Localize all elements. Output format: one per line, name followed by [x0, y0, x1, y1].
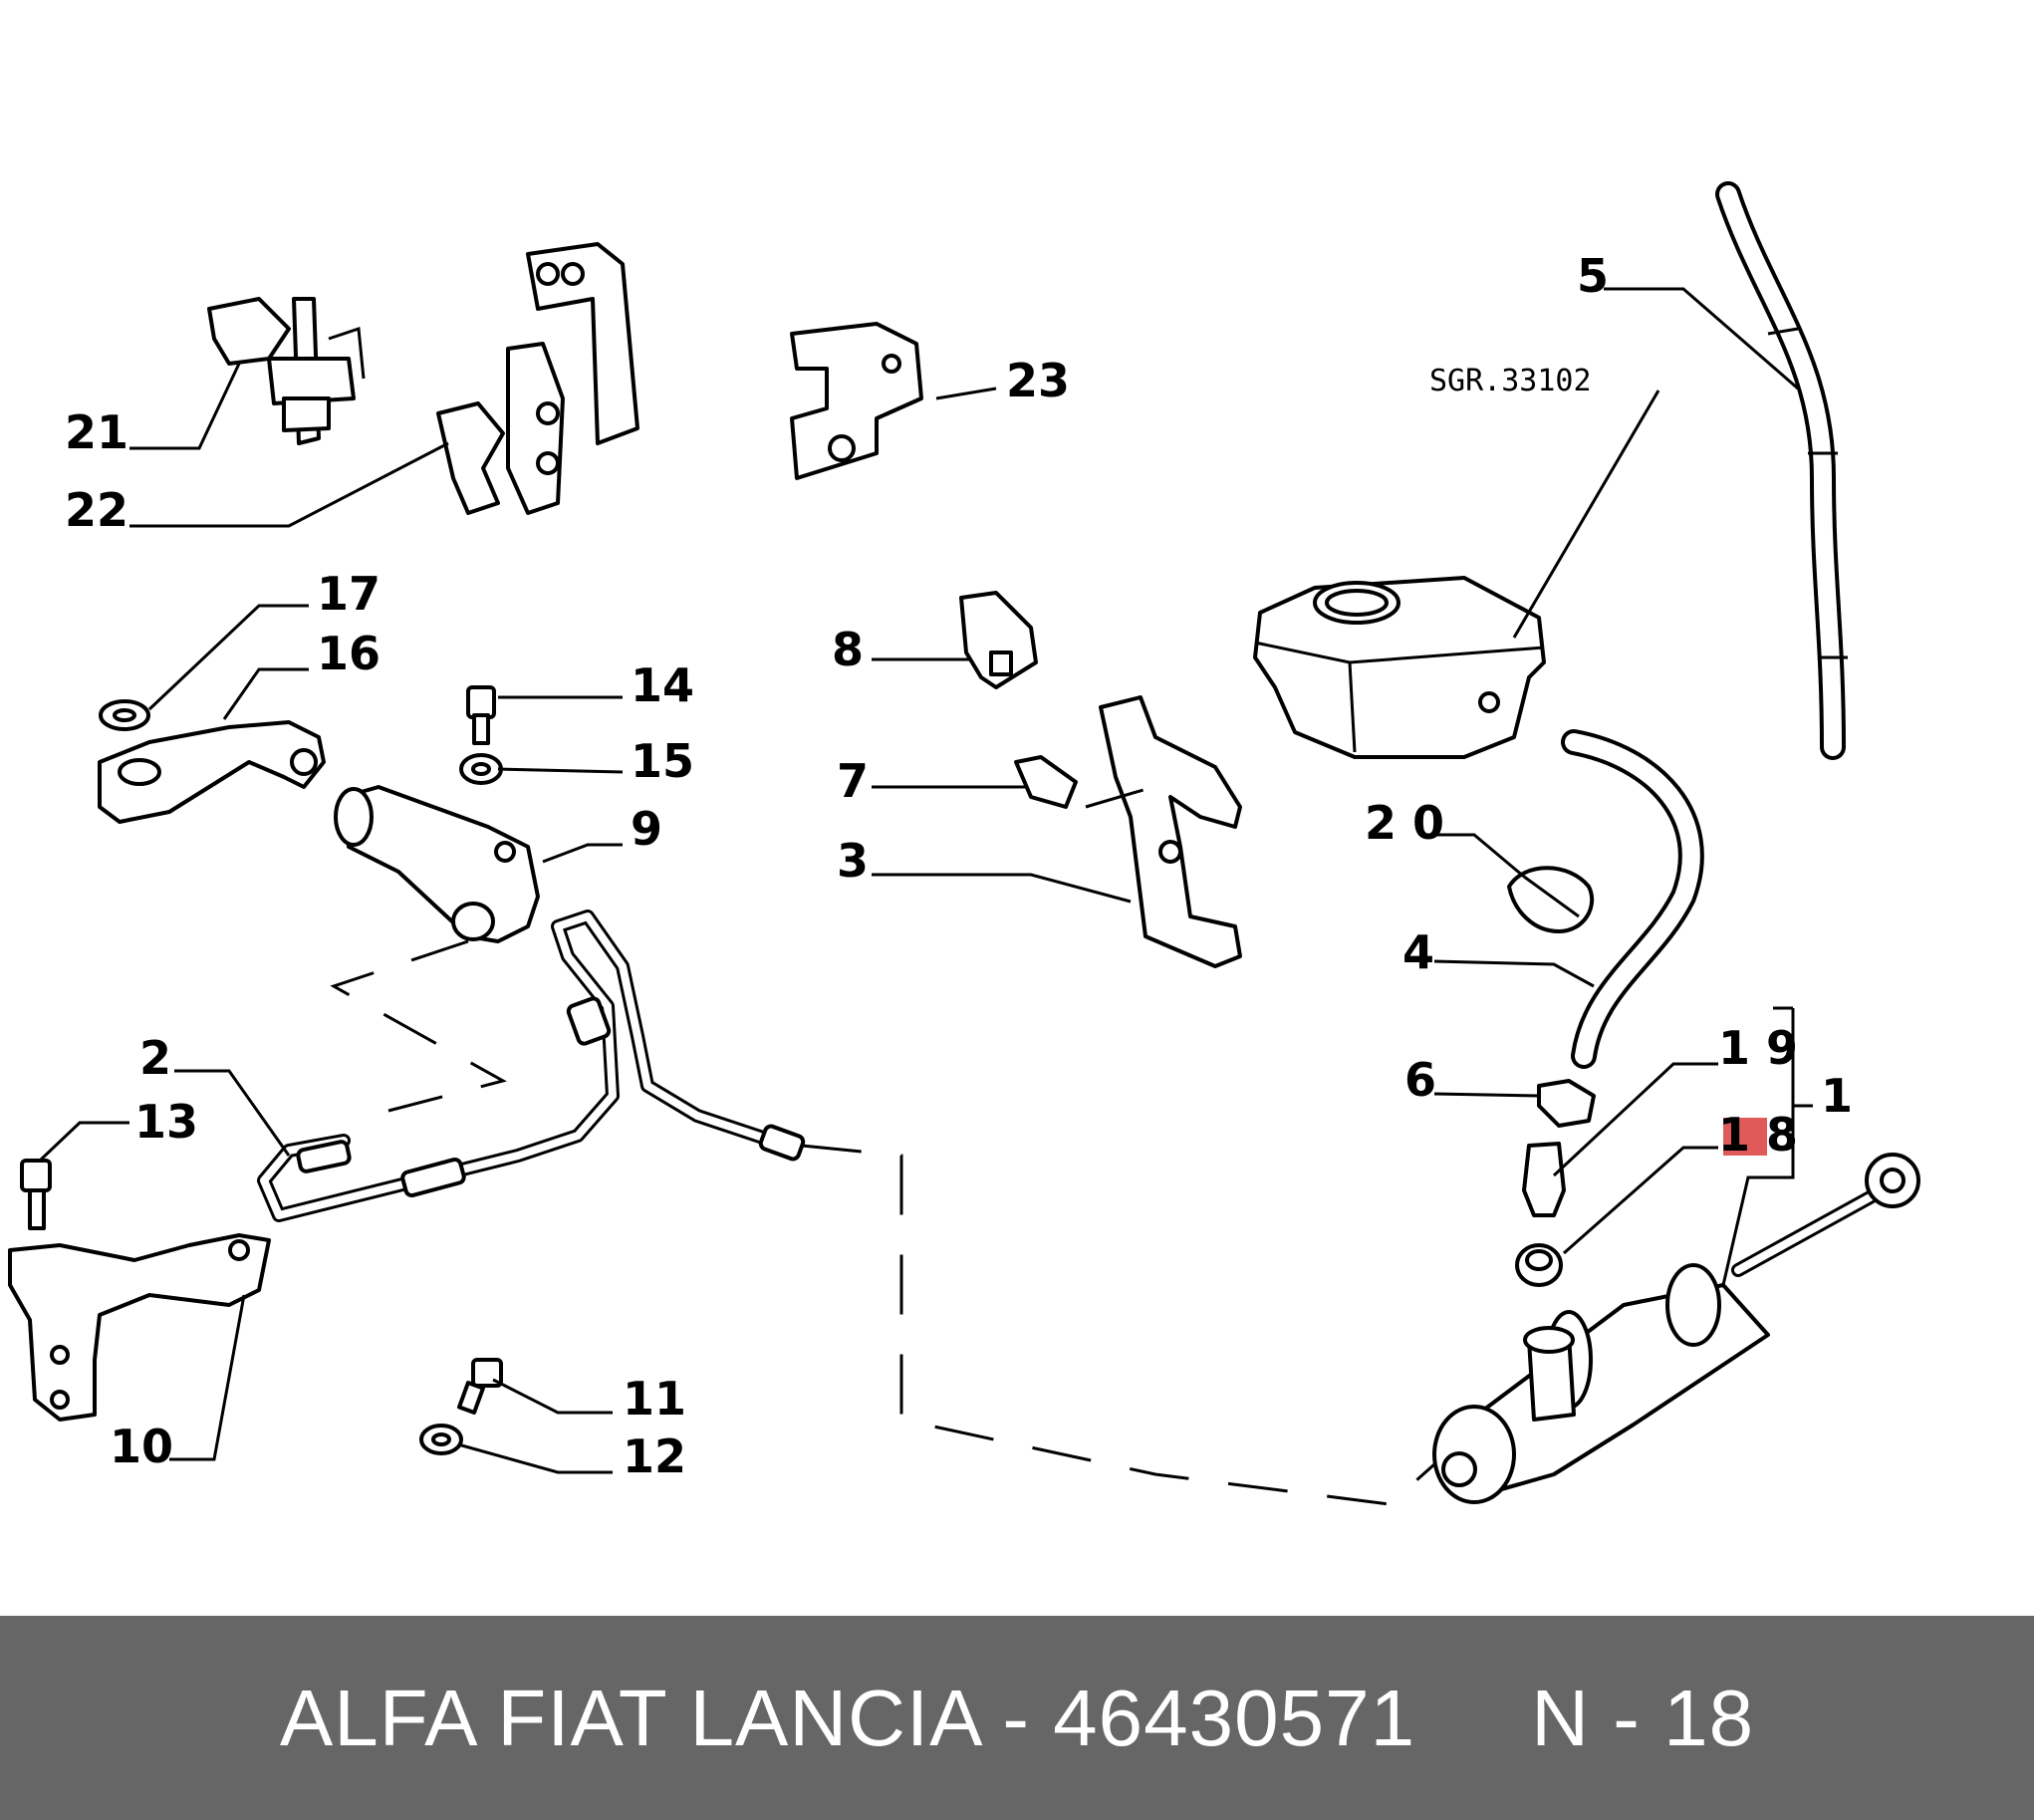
leader-lines: [38, 287, 1813, 1474]
part-14-bolt: [466, 685, 496, 745]
callout-11: 11: [623, 1372, 686, 1426]
callout-23: 23: [1006, 354, 1070, 407]
part-3-bracket: [1099, 695, 1242, 968]
exploded-view-drawing: 21 22 23 5 SGR.33102 17 16 14 15 9 8 7 3…: [8, 181, 1920, 1506]
part-7-bolt: [1014, 755, 1078, 809]
callout-7: 7: [837, 754, 869, 808]
callout-10: 10: [110, 1420, 173, 1473]
highlight-marker: [1723, 1118, 1767, 1156]
footer-bar: ALFA FIAT LANCIA - 46430571 N - 18: [0, 1616, 2034, 1820]
reference-code: SGR.33102: [1429, 364, 1592, 398]
callout-5: 5: [1577, 249, 1609, 303]
part-5-hose: [1715, 181, 1848, 760]
part-6-clip: [1537, 1079, 1596, 1128]
callout-19: 1 9: [1718, 1021, 1798, 1075]
part-reservoir: [1253, 576, 1546, 759]
part-4-hose: [1561, 729, 1704, 1069]
part-11-bolt: [457, 1358, 503, 1415]
part-21-clip: [207, 297, 366, 445]
callout-18: 1 8: [1718, 1108, 1798, 1162]
callout-2: 2: [139, 1031, 171, 1085]
callout-labels: 21 22 23 5 SGR.33102 17 16 14 15 9 8 7 3…: [65, 249, 1853, 1483]
part-1-master-cylinder: [1432, 1153, 1920, 1504]
part-19-fitting: [1522, 1142, 1566, 1217]
part-10-bracket: [8, 1233, 271, 1422]
callout-22: 22: [65, 483, 128, 537]
part-15-washer: [459, 753, 503, 785]
callout-9: 9: [631, 802, 662, 856]
part-18-seal: [1515, 1243, 1563, 1287]
parts-diagram: 21 22 23 5 SGR.33102 17 16 14 15 9 8 7 3…: [8, 181, 1920, 1506]
part-bracket-large: [506, 242, 639, 515]
part-17-washer: [99, 699, 150, 731]
callout-3: 3: [837, 834, 869, 888]
callout-21: 21: [65, 405, 128, 459]
callout-12: 12: [623, 1430, 686, 1483]
callout-4: 4: [1402, 925, 1434, 979]
part-23-bracket: [790, 322, 923, 480]
part-13-bolt: [20, 1159, 52, 1230]
callout-15: 15: [631, 734, 694, 788]
part-20-clamp: [1507, 866, 1595, 933]
part-2-pipe: [257, 910, 806, 1222]
callout-14: 14: [631, 658, 694, 712]
callout-20: 2 0: [1365, 796, 1444, 850]
callout-16: 16: [317, 627, 381, 680]
callout-1: 1: [1821, 1069, 1853, 1123]
part-9-slave-cylinder: [334, 785, 540, 943]
footer-part-number: ALFA FIAT LANCIA - 46430571 N - 18: [279, 1673, 1755, 1762]
part-16-lever: [98, 720, 326, 824]
callout-8: 8: [832, 623, 864, 676]
part-8-clip: [959, 591, 1038, 689]
part-12-washer: [419, 1424, 463, 1455]
callout-13: 13: [134, 1095, 198, 1149]
part-22-clip: [436, 401, 505, 515]
callout-6: 6: [1404, 1053, 1436, 1107]
callout-17: 17: [317, 567, 381, 621]
